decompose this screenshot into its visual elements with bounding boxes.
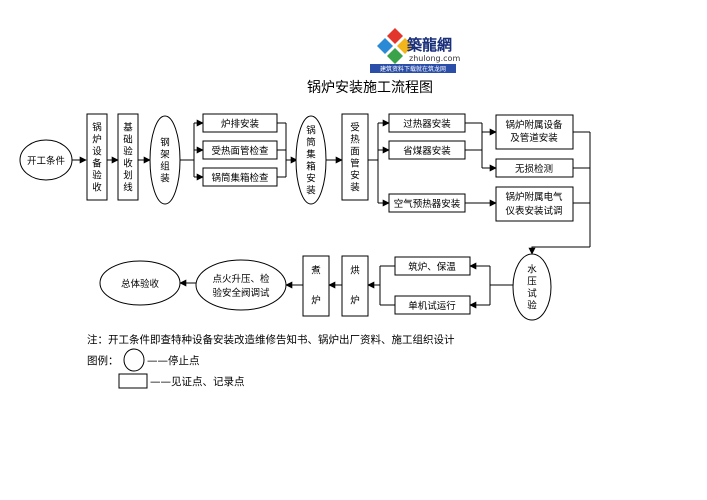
node-foundation: 基础验收划线 [117,113,139,201]
node-drying-label: 烘炉 [350,265,360,307]
node-heating-install: 受热面管安装 [341,113,369,201]
node-grate: 炉排安装 [202,113,278,133]
site-logo: 築龍網 zhulong.com 建筑资料下载就在筑龙网 [370,28,460,73]
flow-edges [72,119,591,309]
node-ignition: 点火升压、检验安全阀调试 [195,259,287,311]
node-electric-label: 锅炉附属电气仪表安装试调 [505,191,563,217]
node-economizer-label: 省煤器安装 [403,145,451,157]
node-air-preheater: 空气预热器安装 [388,193,466,213]
node-hydro-label: 水压试验 [527,264,537,312]
node-ndt: 无损检测 [495,158,574,178]
legend-stop-text: ——停止点 [147,354,200,367]
logo-name: 築龍網 [406,36,452,54]
node-superheater: 过热器安装 [388,113,466,133]
footnote: 注：开工条件即查特种设备安装改造维修告知书、锅炉出厂资料、施工组织设计 [87,333,455,346]
node-heating-pipe-check-label: 受热面管检查 [211,145,269,157]
node-air-preheater-label: 空气预热器安装 [394,198,461,210]
node-start: 开工条件 [19,139,73,181]
legend-label: 图例： [87,354,119,367]
node-single-run: 单机试运行 [394,295,471,315]
logo-domain: zhulong.com [409,54,460,63]
node-foundation-label: 基础验收划线 [123,122,133,194]
node-single-run-label: 单机试运行 [408,300,456,312]
node-masonry: 筑炉、保温 [394,256,471,276]
node-drum-install-label: 锅筒集箱安装 [306,126,316,197]
legend: 图例： ——停止点 ——见证点、记录点 [87,348,245,389]
node-drum-install: 锅筒集箱安装 [295,115,327,205]
node-boiling-label: 煮炉 [311,265,321,307]
node-steel-frame-label: 钢架组装 [160,137,170,185]
node-final-label: 总体验收 [121,278,160,290]
node-boiling: 煮炉 [302,255,330,317]
node-economizer: 省煤器安装 [388,140,466,160]
node-electric: 锅炉附属电气仪表安装试调 [495,186,574,222]
node-aux-equipment-label: 锅炉附属设备及管道安装 [505,119,563,144]
node-masonry-label: 筑炉、保温 [408,261,456,273]
node-steel-frame: 钢架组装 [149,115,181,205]
node-aux-equipment: 锅炉附属设备及管道安装 [495,114,574,150]
node-grate-label: 炉排安装 [221,118,260,130]
node-drying: 烘炉 [341,255,369,317]
node-heating-pipe-check: 受热面管检查 [202,140,278,160]
logo-mark-icon [377,28,413,64]
node-heating-install-label: 受热面管安装 [350,122,360,194]
node-ignition-label: 点火升压、检验安全阀调试 [212,273,270,299]
legend-witness-symbol [118,373,148,389]
node-hydro: 水压试验 [512,253,552,321]
node-equip-check-label: 锅炉设备验收 [92,123,102,194]
node-header-check-label: 锅筒集箱检查 [211,172,269,184]
node-ndt-label: 无损检测 [515,163,553,175]
node-start-label: 开工条件 [27,155,66,167]
legend-witness-text: ——见证点、记录点 [150,376,245,388]
page-title: 锅炉安装施工流程图 [307,80,433,96]
legend-stop-symbol [123,348,145,372]
logo-tagline: 建筑资料下载就在筑龙网 [380,65,446,73]
node-final: 总体验收 [99,260,181,306]
node-superheater-label: 过热器安装 [403,118,451,130]
node-equip-check: 锅炉设备验收 [86,113,108,201]
node-header-check: 锅筒集箱检查 [202,167,278,187]
logo-tagline-bar [370,64,456,73]
